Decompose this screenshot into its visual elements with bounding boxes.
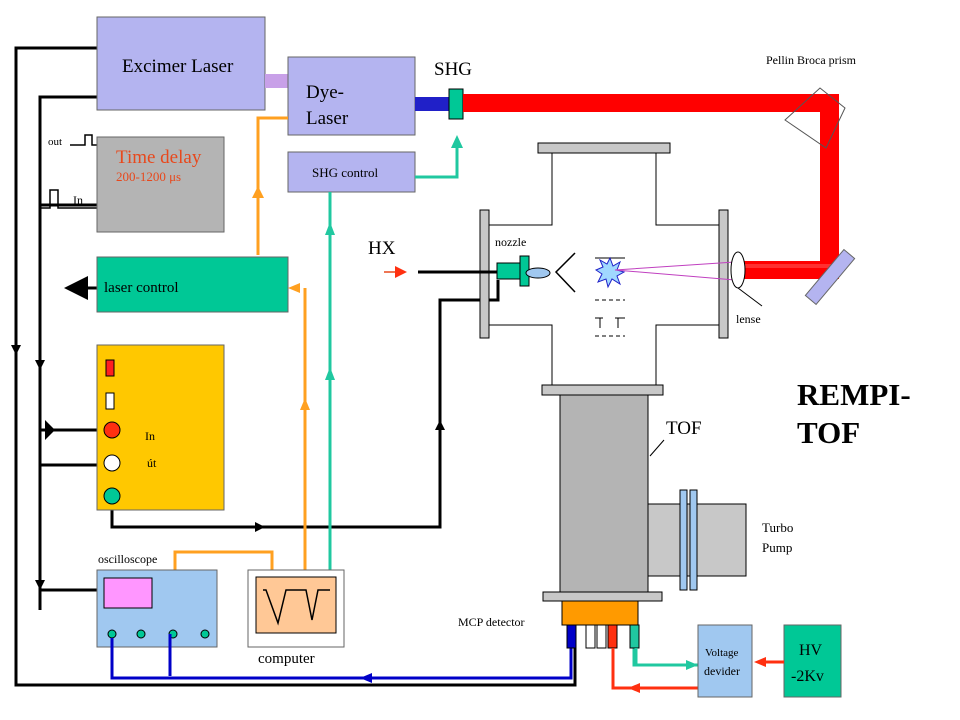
focusing-lens: [730, 251, 746, 289]
chamber-top-flange: [537, 142, 671, 154]
red-wiring: [611, 648, 698, 690]
rempi-title-line2: TOF: [797, 415, 860, 450]
teal-arrow-up-2: [325, 367, 335, 380]
computer-label: computer: [258, 651, 315, 667]
in-pulse-label: In: [73, 193, 83, 207]
nozzle-body: [496, 262, 521, 280]
uv-beam: [463, 94, 839, 279]
lense-label: lense: [736, 312, 761, 326]
lens-pointer: [737, 287, 763, 307]
oscilloscope-screen: [103, 577, 153, 609]
dye-laser-label-line1: Dye-: [306, 82, 344, 103]
hv-label-line2: -2Kv: [791, 668, 824, 685]
computer-waveform: [263, 589, 330, 626]
turbo-pump-flange-2: [689, 489, 698, 591]
chamber-right-flange: [718, 209, 729, 339]
voltage-label-line1: Voltage: [705, 647, 739, 659]
trigger-green-connector: [103, 487, 121, 505]
orange-arrow-up: [252, 186, 264, 198]
rempi-title-line1: REMPI-: [797, 377, 911, 412]
left-wiring: [14, 46, 577, 687]
computer-screen: [255, 576, 337, 634]
shg-crystal: [448, 88, 464, 120]
skimmer: [554, 252, 576, 293]
turbo-label-line1: Turbo: [762, 520, 793, 535]
trigger-white-switch: [105, 392, 115, 410]
tof-label: TOF: [666, 418, 702, 439]
coax-arrow: [360, 673, 372, 683]
pellin-broca-label: Pellin Broca prism: [766, 53, 857, 67]
voltage-label-line2: devider: [704, 664, 740, 678]
voltage-divider-box: [697, 624, 753, 698]
shg-control-label: SHG control: [312, 165, 378, 180]
laser-focus: [614, 261, 736, 281]
hv-arrow: [754, 657, 766, 667]
mcp-pin-white-1: [585, 624, 596, 649]
in-pulse-waveform: [40, 189, 97, 209]
trigger-in-connector: [103, 421, 121, 439]
shg-control-box: [287, 151, 416, 193]
shg-label: SHG: [434, 59, 472, 80]
teal-arrow-shg: [451, 135, 463, 148]
turbo-pump-flange: [679, 489, 688, 591]
mcp-detector-label: MCP detector: [458, 615, 525, 629]
tof-tube: [559, 394, 649, 594]
dye-laser-label-line2: Laser: [306, 108, 349, 129]
red-arrow: [628, 683, 640, 693]
pellin-broca-prism: [784, 87, 846, 149]
out-label: out: [48, 136, 62, 148]
turbo-label-line2: Pump: [762, 540, 792, 555]
laser-control-label: laser control: [104, 280, 179, 296]
trigger-out-label: út: [147, 456, 157, 470]
orange-arrow-left: [288, 283, 300, 293]
time-delay-label: Time delay: [116, 147, 202, 168]
excimer-beam: [265, 74, 289, 88]
violet-beam-stripe: [738, 264, 833, 268]
trigger-red-switch: [105, 359, 115, 377]
oscilloscope-knobs: [107, 629, 210, 639]
orange-arrow-up-2: [300, 398, 310, 410]
laser-control-box: [96, 256, 289, 313]
mcp-detector: [561, 600, 639, 626]
tof-pointer: [649, 439, 665, 457]
hv-box: [783, 624, 842, 698]
time-delay-range: 200-1200 μs: [116, 169, 181, 184]
coax-cable: [110, 638, 573, 680]
turning-mirror: [804, 248, 856, 306]
out-pulse-waveform: [70, 134, 97, 146]
tof-bottom-flange: [542, 591, 663, 602]
teal-wire-mcp: [634, 648, 698, 667]
mcp-pin-white-2: [596, 624, 607, 649]
dye-beam-blue: [415, 97, 449, 111]
mcp-pin-blue: [566, 624, 577, 649]
excimer-laser-label: Excimer Laser: [122, 56, 234, 77]
trigger-in-label: In: [145, 429, 155, 443]
time-delay-box: [96, 136, 225, 233]
ionization-spark: [594, 256, 626, 289]
tof-top-flange: [541, 384, 664, 396]
oscilloscope-label: oscilloscope: [98, 552, 157, 566]
hx-label: HX: [368, 238, 396, 259]
mcp-pin-red: [607, 624, 618, 649]
wiring-arrows: [11, 345, 445, 590]
chamber-left-flange: [479, 209, 490, 339]
nozzle-label: nozzle: [495, 235, 526, 249]
teal-arrow-up-1: [325, 222, 335, 235]
trigger-out-connector: [103, 454, 121, 472]
dye-laser-box: [287, 56, 416, 136]
mcp-pin-teal: [629, 624, 640, 649]
molecular-beam: [525, 267, 551, 279]
excimer-laser-box: [96, 16, 266, 111]
hv-label-line1: HV: [799, 642, 823, 659]
